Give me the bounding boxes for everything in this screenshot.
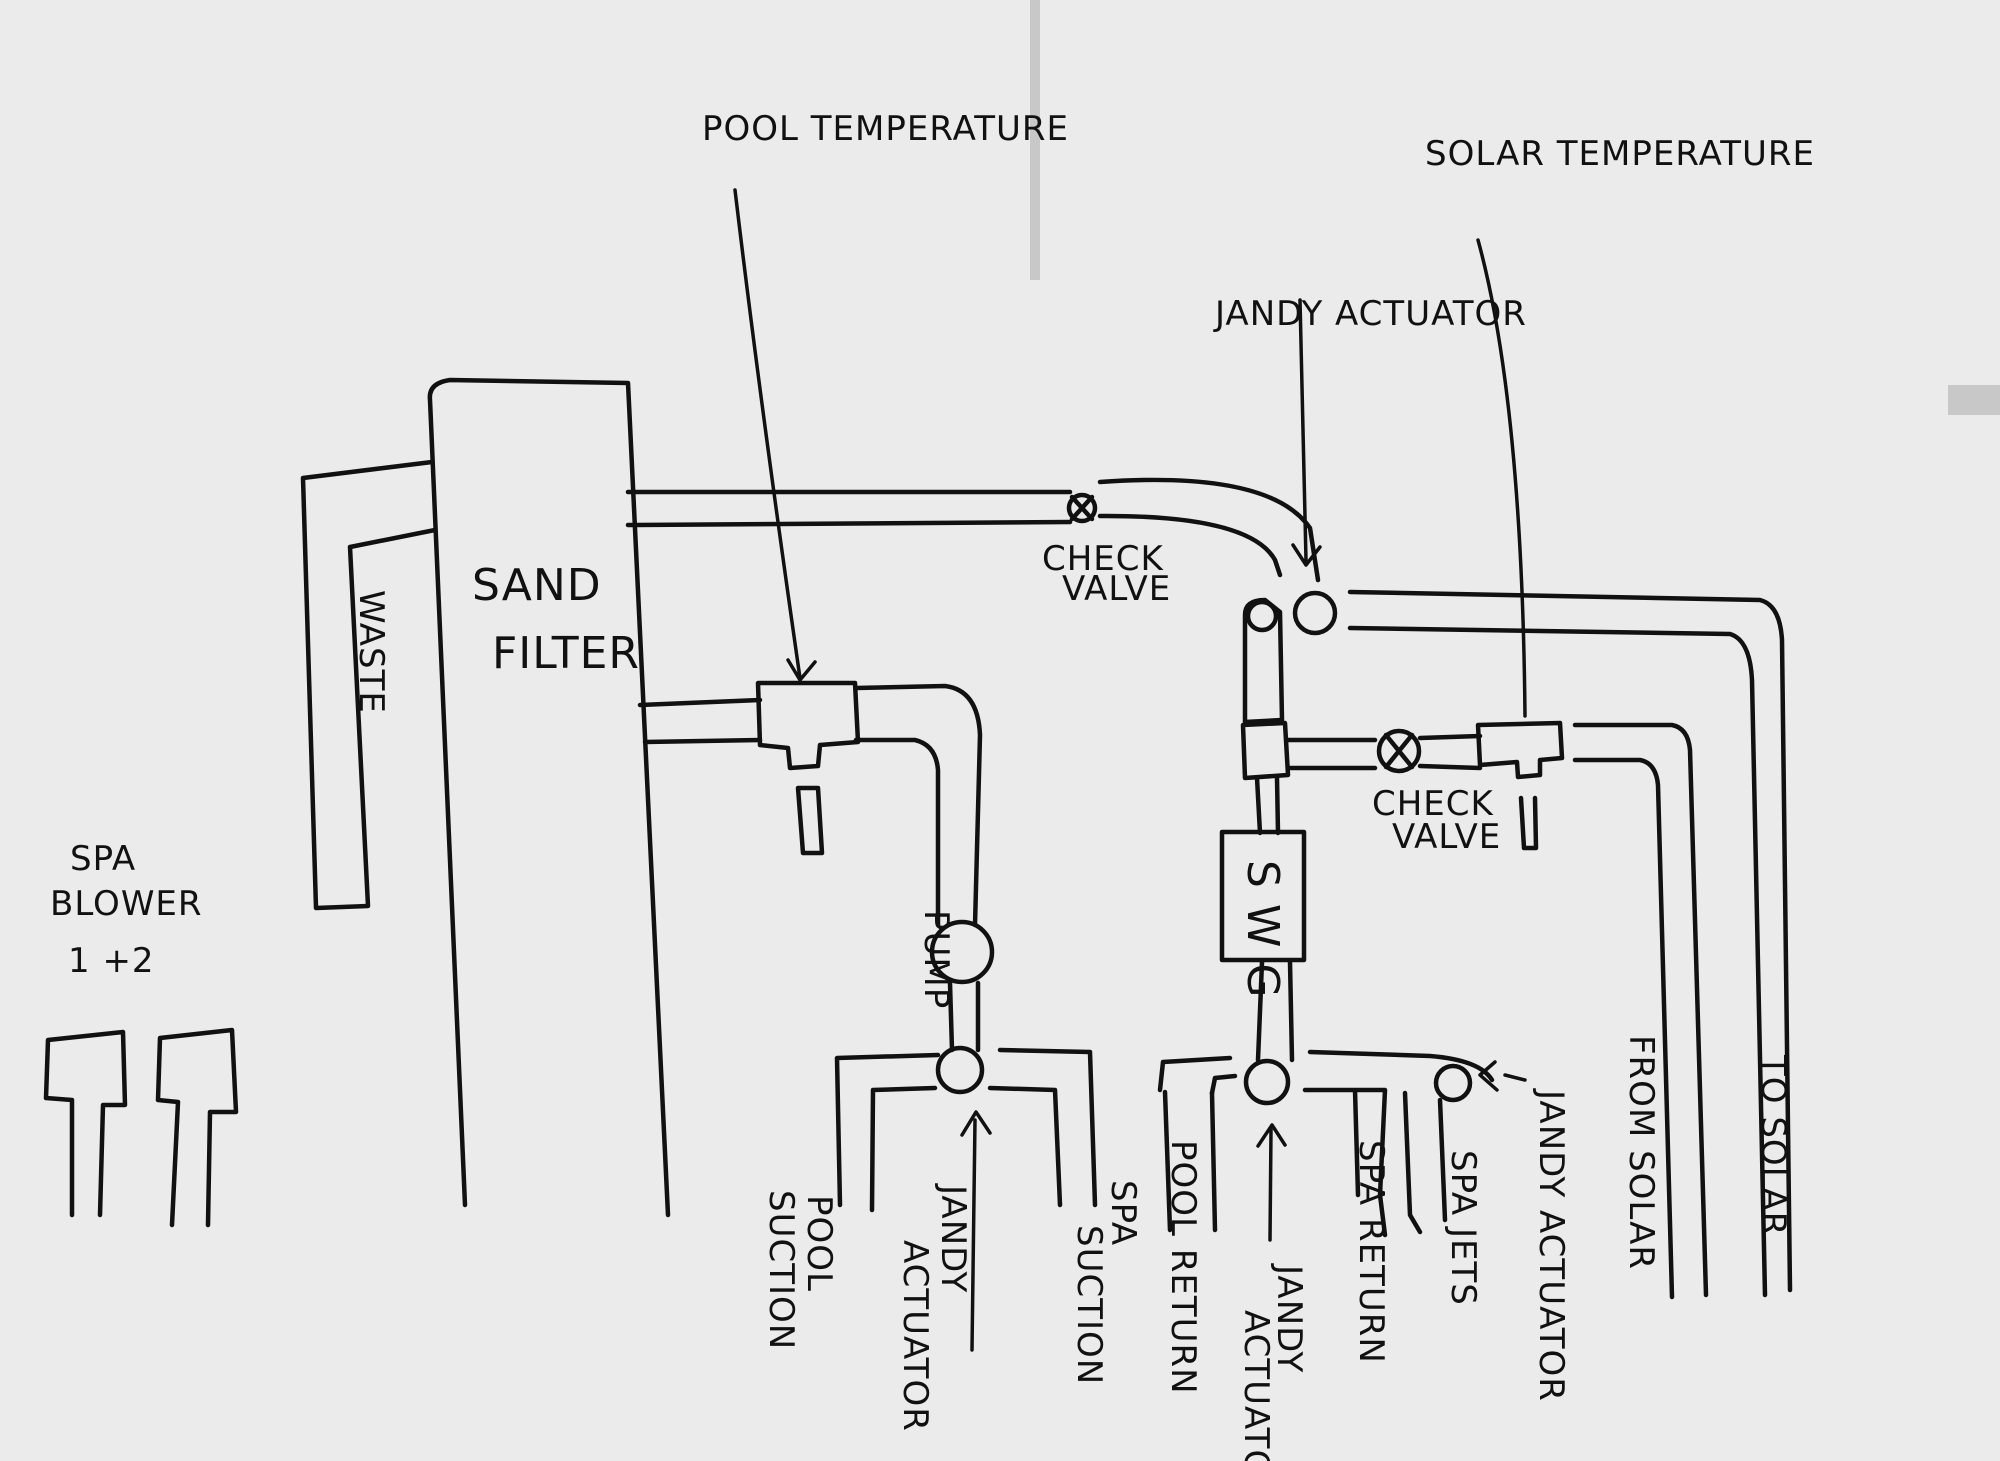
sand-filter-tank [427, 377, 671, 1218]
solar-sensor-probe [1518, 795, 1539, 851]
jandy-actuator-jets-label: JANDY ACTUATOR [1531, 1088, 1571, 1402]
check-valve-solar-label-1: CHECK [1372, 784, 1495, 824]
spa-blower-1 [43, 1029, 128, 1218]
filter-outlet-pipe-lower [625, 519, 1073, 528]
jandy-actuator-return-icon [1243, 1058, 1291, 1106]
from-solar-label: FROM SOLAR [1621, 1035, 1661, 1270]
valve-stack-upper [1242, 597, 1285, 725]
pool-return-label: POOL RETURN [1163, 1140, 1203, 1395]
spa-blower-label-3: 1 +2 [68, 941, 155, 981]
suction-manifold [834, 1047, 1098, 1213]
pump-icon [929, 919, 995, 985]
solar-temperature-label: SOLAR TEMPERATURE [1425, 134, 1815, 174]
waste-pipe [300, 459, 438, 911]
pool-suction-label-2: SUCTION [761, 1190, 801, 1350]
to-solar-pipe [1347, 589, 1793, 1298]
filter-return-pipe [637, 697, 763, 745]
arrow-to-suction-actuator [960, 1110, 992, 1352]
spa-blower-label-2: BLOWER [50, 884, 203, 924]
pool-temperature-tee [755, 680, 861, 771]
check-valve-solar-icon [1376, 728, 1422, 774]
pool-temperature-pointer [733, 188, 817, 682]
swg-label: S W G [1237, 860, 1288, 999]
swg-lower-pipe [1255, 959, 1295, 1063]
check-valve-solar-label-2: VALVE [1392, 817, 1501, 857]
jandy-actuator-jets-icon [1433, 1063, 1473, 1103]
check-valve-top-label-1: CHECK [1042, 539, 1165, 579]
pool-temperature-label: POOL TEMPERATURE [702, 109, 1069, 149]
spa-blower-2 [155, 1027, 239, 1228]
jandy-actuator-return-label-1: JANDY [1269, 1263, 1309, 1373]
jandy-actuator-top-label: JANDY ACTUATOR [1213, 294, 1527, 334]
arrow-to-return-actuator [1256, 1123, 1287, 1242]
filter-label: FILTER [492, 628, 640, 679]
check-valve-top-label-2: VALVE [1062, 569, 1171, 609]
pool-sensor-probe [795, 785, 825, 856]
to-solar-label: TO SOLAR [1753, 1054, 1793, 1236]
spa-suction-label-1: SPA [1103, 1180, 1143, 1246]
sand-label: SAND [472, 560, 602, 611]
solar-branch-pipe [1285, 733, 1483, 771]
jandy-actuator-suction-label-2: ACTUATOR [895, 1240, 935, 1432]
pipe-to-pump [853, 683, 983, 928]
arrow-to-top-actuator [1291, 298, 1322, 567]
pool-return-pipe [1162, 1089, 1218, 1233]
from-solar-pipe [1572, 722, 1709, 1300]
spa-suction-label-2: SUCTION [1069, 1225, 1109, 1385]
swg-riser-pipe [1254, 775, 1281, 836]
jandy-actuator-suction-icon [935, 1045, 985, 1095]
pool-suction-label-1: POOL [799, 1195, 839, 1292]
return-manifold [1157, 1049, 1495, 1238]
jandy-actuator-suction-label-1: JANDY [933, 1183, 973, 1293]
check-valve-top-icon [1066, 492, 1098, 524]
solar-temperature-tee [1475, 720, 1565, 780]
solar-temperature-pointer [1476, 238, 1527, 718]
valve-stack-middle [1240, 720, 1291, 781]
arrow-to-jets-actuator [1478, 1060, 1527, 1092]
spa-jets-label: SPA JETS [1443, 1150, 1483, 1306]
pump-label: PUMP [916, 910, 956, 1009]
spa-return-label: SPA RETURN [1351, 1140, 1391, 1364]
pump-to-manifold-pipe [947, 980, 981, 1053]
paper-edge [1948, 385, 2000, 415]
jandy-actuator-return-label-2: ACTUATOR [1236, 1310, 1276, 1461]
waste-label: WASTE [351, 590, 391, 714]
spa-blower-label-1: SPA [70, 839, 136, 879]
paper-fold [1030, 0, 1040, 280]
